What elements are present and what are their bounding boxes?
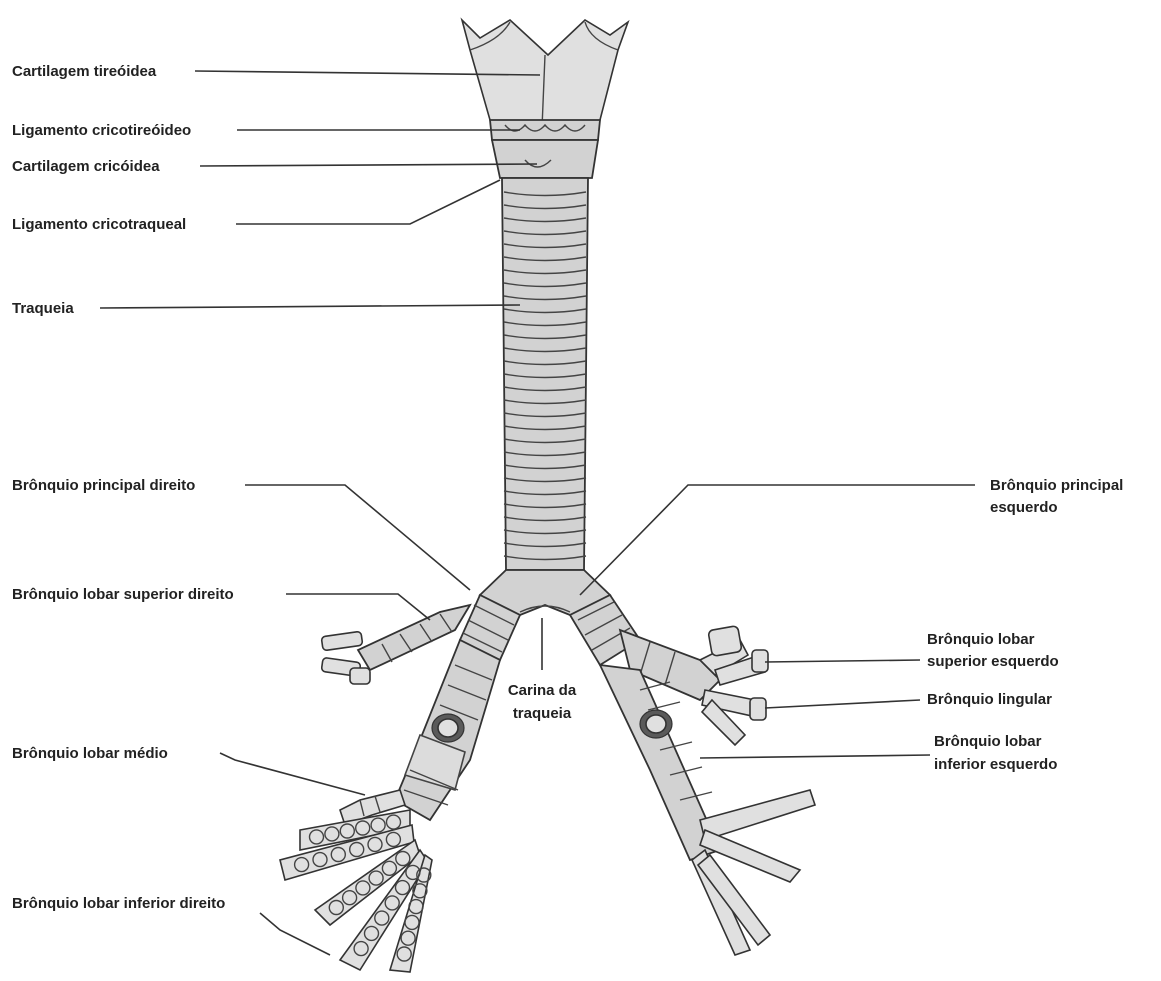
label-bronquio-principal-esquerdo-line1: Brônquio principal (990, 477, 1123, 494)
label-bronquio-principal-esquerdo-line2: esquerdo (990, 499, 1058, 516)
leader-traqueia (100, 305, 520, 308)
label-carina-line1: Carina da (508, 682, 577, 699)
leader-bronquio-lobar-superior-direito (286, 594, 430, 620)
label-bronquio-principal-direito: Brônquio principal direito (12, 477, 195, 494)
label-carina-line2: traqueia (513, 705, 572, 722)
label-bronquio-lobar-superior-direito: Brônquio lobar superior direito (12, 586, 234, 603)
label-traqueia: Traqueia (12, 300, 74, 317)
label-cartilagem-tireoidea: Cartilagem tireóidea (12, 63, 157, 80)
leader-bronquio-principal-esquerdo (580, 485, 975, 595)
leader-cartilagem-cricoidea (200, 164, 537, 166)
right-lower-lobe-bronchus (395, 640, 500, 820)
leader-bronquio-lobar-inferior-direito (260, 913, 330, 955)
leader-bronquio-lobar-superior-esquerdo (765, 660, 920, 662)
leader-ligamento-cricotraqueal (236, 180, 500, 224)
anatomy-illustration (280, 20, 815, 972)
label-bronquio-lobar-inferior-esquerdo-line2: inferior esquerdo (934, 756, 1057, 773)
trachea (502, 178, 588, 570)
label-bronquio-lobar-inferior-esquerdo-line1: Brônquio lobar (934, 733, 1042, 750)
leader-bronquio-lingular (765, 700, 920, 708)
leader-bronquio-principal-direito (245, 485, 470, 590)
leader-bronquio-lobar-inferior-esquerdo (700, 755, 930, 758)
leader-bronquio-lobar-medio (220, 753, 365, 795)
right-lower-lobe-segmental-branches (280, 810, 432, 972)
label-bronquio-lingular: Brônquio lingular (927, 691, 1052, 708)
cricoid-cartilage (492, 140, 598, 178)
label-bronquio-lobar-superior-esquerdo-line1: Brônquio lobar (927, 631, 1035, 648)
label-ligamento-cricotireoideo: Ligamento cricotireóideo (12, 122, 191, 139)
label-ligamento-cricotraqueal: Ligamento cricotraqueal (12, 216, 186, 233)
label-bronquio-lobar-inferior-direito: Brônquio lobar inferior direito (12, 895, 225, 912)
label-bronquio-lobar-medio: Brônquio lobar médio (12, 745, 168, 762)
label-cartilagem-cricoidea: Cartilagem cricóidea (12, 158, 160, 175)
label-bronquio-lobar-superior-esquerdo-line2: superior esquerdo (927, 653, 1059, 670)
